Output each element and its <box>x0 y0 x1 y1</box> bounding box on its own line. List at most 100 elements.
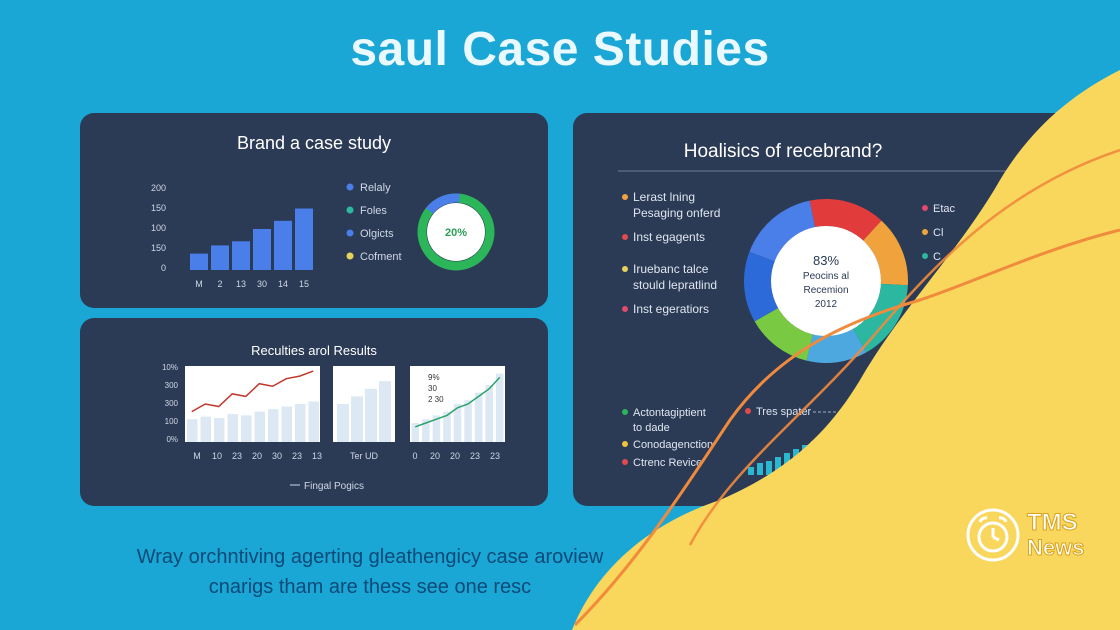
bar <box>474 392 483 442</box>
legend-label: Cofment <box>360 251 402 263</box>
bar <box>254 411 265 442</box>
legend-label: Conodagenction <box>633 439 713 451</box>
legend-label: Etac <box>933 203 956 215</box>
bar <box>337 404 349 442</box>
x-tick-label: M <box>195 279 203 289</box>
y-tick-label: 100 <box>151 223 166 233</box>
y-tick-label: 0 <box>161 263 166 273</box>
x-tick-label: 30 <box>272 451 282 461</box>
bar <box>422 419 430 442</box>
legend-marker <box>922 253 928 259</box>
logo-text-tms: TMS <box>1027 509 1079 537</box>
chart-annotation: 30 <box>428 384 437 393</box>
legend-label: Relaly <box>360 182 391 194</box>
x-tick-label: 23 <box>470 451 480 461</box>
bar <box>211 245 229 270</box>
x-tick-label: 23 <box>292 451 302 461</box>
donut-center-label: Recemion <box>803 285 848 296</box>
x-tick-label: 13 <box>236 279 246 289</box>
bar <box>811 441 817 475</box>
x-tick-label: 10 <box>212 451 222 461</box>
bar <box>268 409 279 442</box>
bar <box>253 229 271 270</box>
donut-center <box>427 203 485 261</box>
bar <box>379 381 391 442</box>
legend-label: Fingal Pogics <box>304 481 364 492</box>
bar <box>453 404 462 442</box>
x-tick-label: 15 <box>299 279 309 289</box>
x-tick-label: 13 <box>312 451 322 461</box>
chart-annotation: 9% <box>428 373 440 382</box>
bar <box>365 388 377 442</box>
legend-marker <box>622 459 628 465</box>
y-tick-label: 150 <box>151 203 166 213</box>
bar <box>214 417 225 442</box>
legend-label: to dade <box>633 422 670 434</box>
bar <box>295 404 306 442</box>
x-tick-label: 30 <box>257 279 267 289</box>
bar <box>784 453 790 475</box>
bar <box>308 401 319 442</box>
x-tick-label: M <box>193 451 201 461</box>
bar <box>748 467 754 475</box>
bar <box>200 416 211 442</box>
x-tick-label: 20 <box>252 451 262 461</box>
legend-label: Iruebanc talce <box>633 262 709 276</box>
bar <box>757 463 763 475</box>
logo-text-news: News <box>1026 535 1085 561</box>
legend-label: Foles <box>360 205 387 217</box>
legend-marker <box>622 409 628 415</box>
bar <box>411 423 420 442</box>
bar <box>432 415 441 442</box>
donut-center-label: 2012 <box>815 299 838 310</box>
bar <box>351 396 363 442</box>
legend-marker <box>745 408 751 414</box>
bar <box>495 373 504 442</box>
bar <box>187 419 198 442</box>
bar <box>793 449 799 475</box>
y-tick-label: 0% <box>166 435 178 444</box>
series-line <box>415 376 501 428</box>
x-tick-label: 23 <box>232 451 242 461</box>
legend-label: C <box>933 251 941 263</box>
bar <box>190 253 208 270</box>
donut-label: 20% <box>445 227 467 239</box>
series-line <box>191 370 314 413</box>
legend-marker <box>622 266 628 272</box>
legend-label: Tres spater <box>756 406 812 418</box>
bar <box>232 241 250 270</box>
legend-label: Pesaging onferd <box>633 206 720 220</box>
x-tick-label: 20 <box>450 451 460 461</box>
y-tick-label: 150 <box>151 243 166 253</box>
bar <box>443 411 451 442</box>
bar <box>802 445 808 475</box>
chart-annotation: 2 30 <box>428 395 444 404</box>
x-tick-label: 2 <box>217 279 222 289</box>
legend-label: Inst egagents <box>633 230 705 244</box>
bar <box>464 400 472 442</box>
donut-segment <box>425 193 460 214</box>
legend-label: Actontagiptient <box>633 407 706 419</box>
legend-label: Cl <box>933 227 943 239</box>
x-tick-label: 0 <box>412 451 417 461</box>
bar <box>281 406 292 442</box>
bar <box>241 415 252 442</box>
legend-marker <box>346 183 354 191</box>
tms-news-logo: TMS News <box>965 505 1105 565</box>
legend-label: Ctrenc Revice <box>633 457 702 469</box>
legend-marker <box>346 206 354 214</box>
legend-label: Inst egeratiors <box>633 302 709 316</box>
x-tick-label: 20 <box>430 451 440 461</box>
bar <box>227 414 238 442</box>
y-tick-label: 100 <box>165 417 179 426</box>
alarm-clock-icon <box>966 508 1020 562</box>
legend-label: Olgicts <box>360 228 394 240</box>
bar <box>766 461 772 475</box>
legend-label: Lerast lning <box>633 190 695 204</box>
legend-marker <box>922 229 928 235</box>
